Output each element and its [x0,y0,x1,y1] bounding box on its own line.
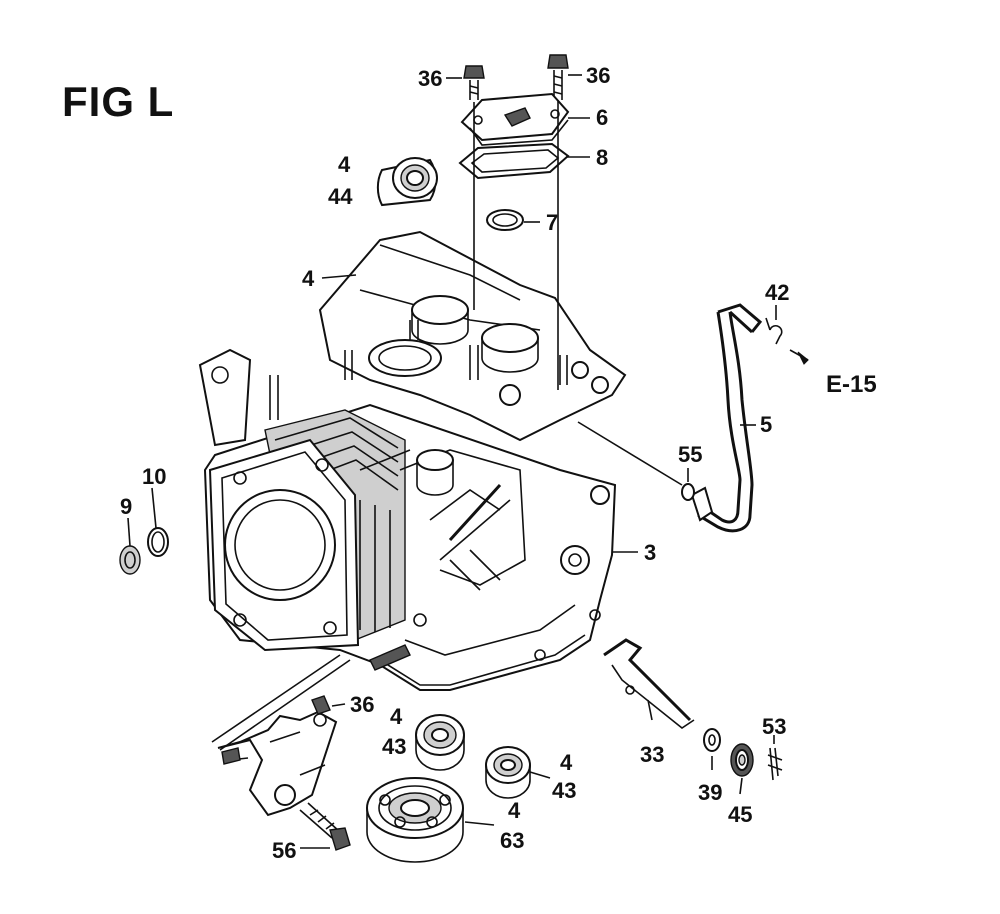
callout-10: 10 [142,464,166,489]
plug-washer[interactable] [147,527,169,557]
callout-8: 8 [596,145,608,170]
callout-36-a: 36 [418,66,442,91]
callout-4-main-bearing: 4 [508,798,521,823]
cylinder-block[interactable] [198,230,627,691]
callout-9: 9 [120,494,132,519]
callout-44: 44 [328,184,353,209]
leader-lines [127,74,777,849]
callout-53: 53 [762,714,786,739]
callout-33: 33 [640,742,664,767]
callout-4-block: 4 [302,266,315,291]
shaft-washer[interactable] [703,728,721,752]
callout-6: 6 [596,105,608,130]
callout-55: 55 [678,442,702,467]
governor-gear[interactable] [730,743,754,777]
governor-shaft[interactable] [603,638,695,729]
callout-4-seal: 4 [338,152,351,177]
figure-title: FIG L [62,78,175,125]
governor-bracket[interactable] [217,695,338,817]
breather-cover[interactable] [460,92,570,146]
callout-3: 3 [644,540,656,565]
callout-4-bearing-upper: 4 [390,704,403,729]
breather-tube[interactable] [690,303,763,533]
reference-arrow [789,349,809,365]
bracket-guide-line [211,654,351,751]
bearing-upper[interactable] [415,714,465,771]
callout-4-bearing-lower: 4 [560,750,573,775]
callout-7: 7 [546,210,558,235]
tube-o-ring[interactable] [681,483,695,501]
lock-pin[interactable] [767,747,783,781]
bracket-bolt[interactable] [299,802,351,851]
breather-gasket[interactable] [458,142,570,180]
callout-56: 56 [272,838,296,863]
oil-seal[interactable] [376,157,438,207]
tube-clip[interactable] [765,317,783,345]
callout-63: 63 [500,828,524,853]
callout-5: 5 [760,412,772,437]
callout-39: 39 [698,780,722,805]
breather-o-ring[interactable] [486,209,524,231]
reference-label: E-15 [826,371,877,398]
callout-43-upper: 43 [382,734,406,759]
callout-36-c: 36 [350,692,374,717]
drain-plug[interactable] [119,545,141,575]
callout-36-b: 36 [586,63,610,88]
breather-bolt-right[interactable] [547,54,569,100]
callout-43-lower: 43 [552,778,576,803]
callout-42: 42 [765,280,789,305]
breather-bolt-left[interactable] [463,65,485,100]
tube-guide-line [577,421,683,486]
callout-45: 45 [728,802,752,827]
breather-guide-line [473,100,559,390]
main-bearing[interactable] [366,777,464,863]
bearing-lower[interactable] [485,746,531,799]
